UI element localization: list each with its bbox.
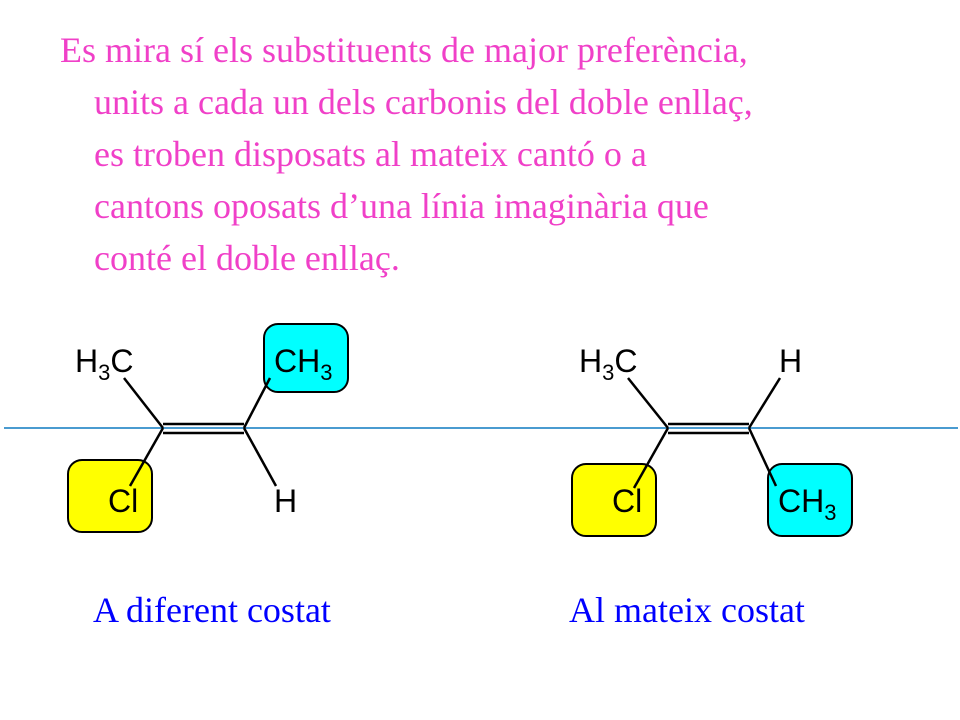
molecule-left: H3C CH3 Cl H	[67, 323, 349, 533]
highlight-cl-right	[571, 463, 657, 537]
highlight-cl-left	[67, 459, 153, 533]
label-h3c-left: H3C	[75, 343, 133, 385]
paragraph-line-3: es troben disposats al mateix cantó o a	[94, 134, 647, 174]
bond-to-cl	[128, 427, 165, 487]
paragraph-line-2: units a cada un dels carbonis del doble …	[94, 82, 753, 122]
highlight-ch3-left	[263, 323, 349, 393]
bond-to-h	[242, 427, 278, 487]
bond-to-h3c	[123, 377, 164, 429]
bond-to-ch3	[747, 427, 778, 487]
bond-to-ch3	[242, 377, 272, 429]
paragraph-line-5: conté el doble enllaç.	[94, 238, 400, 278]
explanation-paragraph: Es mira sí els substituents de major pre…	[60, 24, 920, 284]
bond-to-cl	[632, 427, 670, 489]
paragraph-line-4: cantons oposats d’una línia imaginària q…	[94, 186, 709, 226]
label-h-right: H	[779, 343, 802, 379]
molecule-right: H3C H Cl CH3	[571, 343, 853, 537]
caption-same-side: Al mateix costat	[569, 590, 805, 630]
paragraph-line-1: Es mira sí els substituents de major pre…	[60, 30, 748, 70]
bond-to-h3c	[627, 377, 669, 429]
label-ch3-left: CH3	[274, 343, 332, 385]
caption-different-side: A diferent costat	[93, 590, 331, 630]
label-cl-right: Cl	[612, 483, 642, 519]
label-h-left: H	[274, 483, 297, 519]
label-ch3-right: CH3	[778, 483, 836, 525]
label-cl-left: Cl	[108, 483, 138, 519]
bond-to-h	[747, 377, 782, 429]
highlight-ch3-right	[767, 463, 853, 537]
label-h3c-right: H3C	[579, 343, 637, 385]
